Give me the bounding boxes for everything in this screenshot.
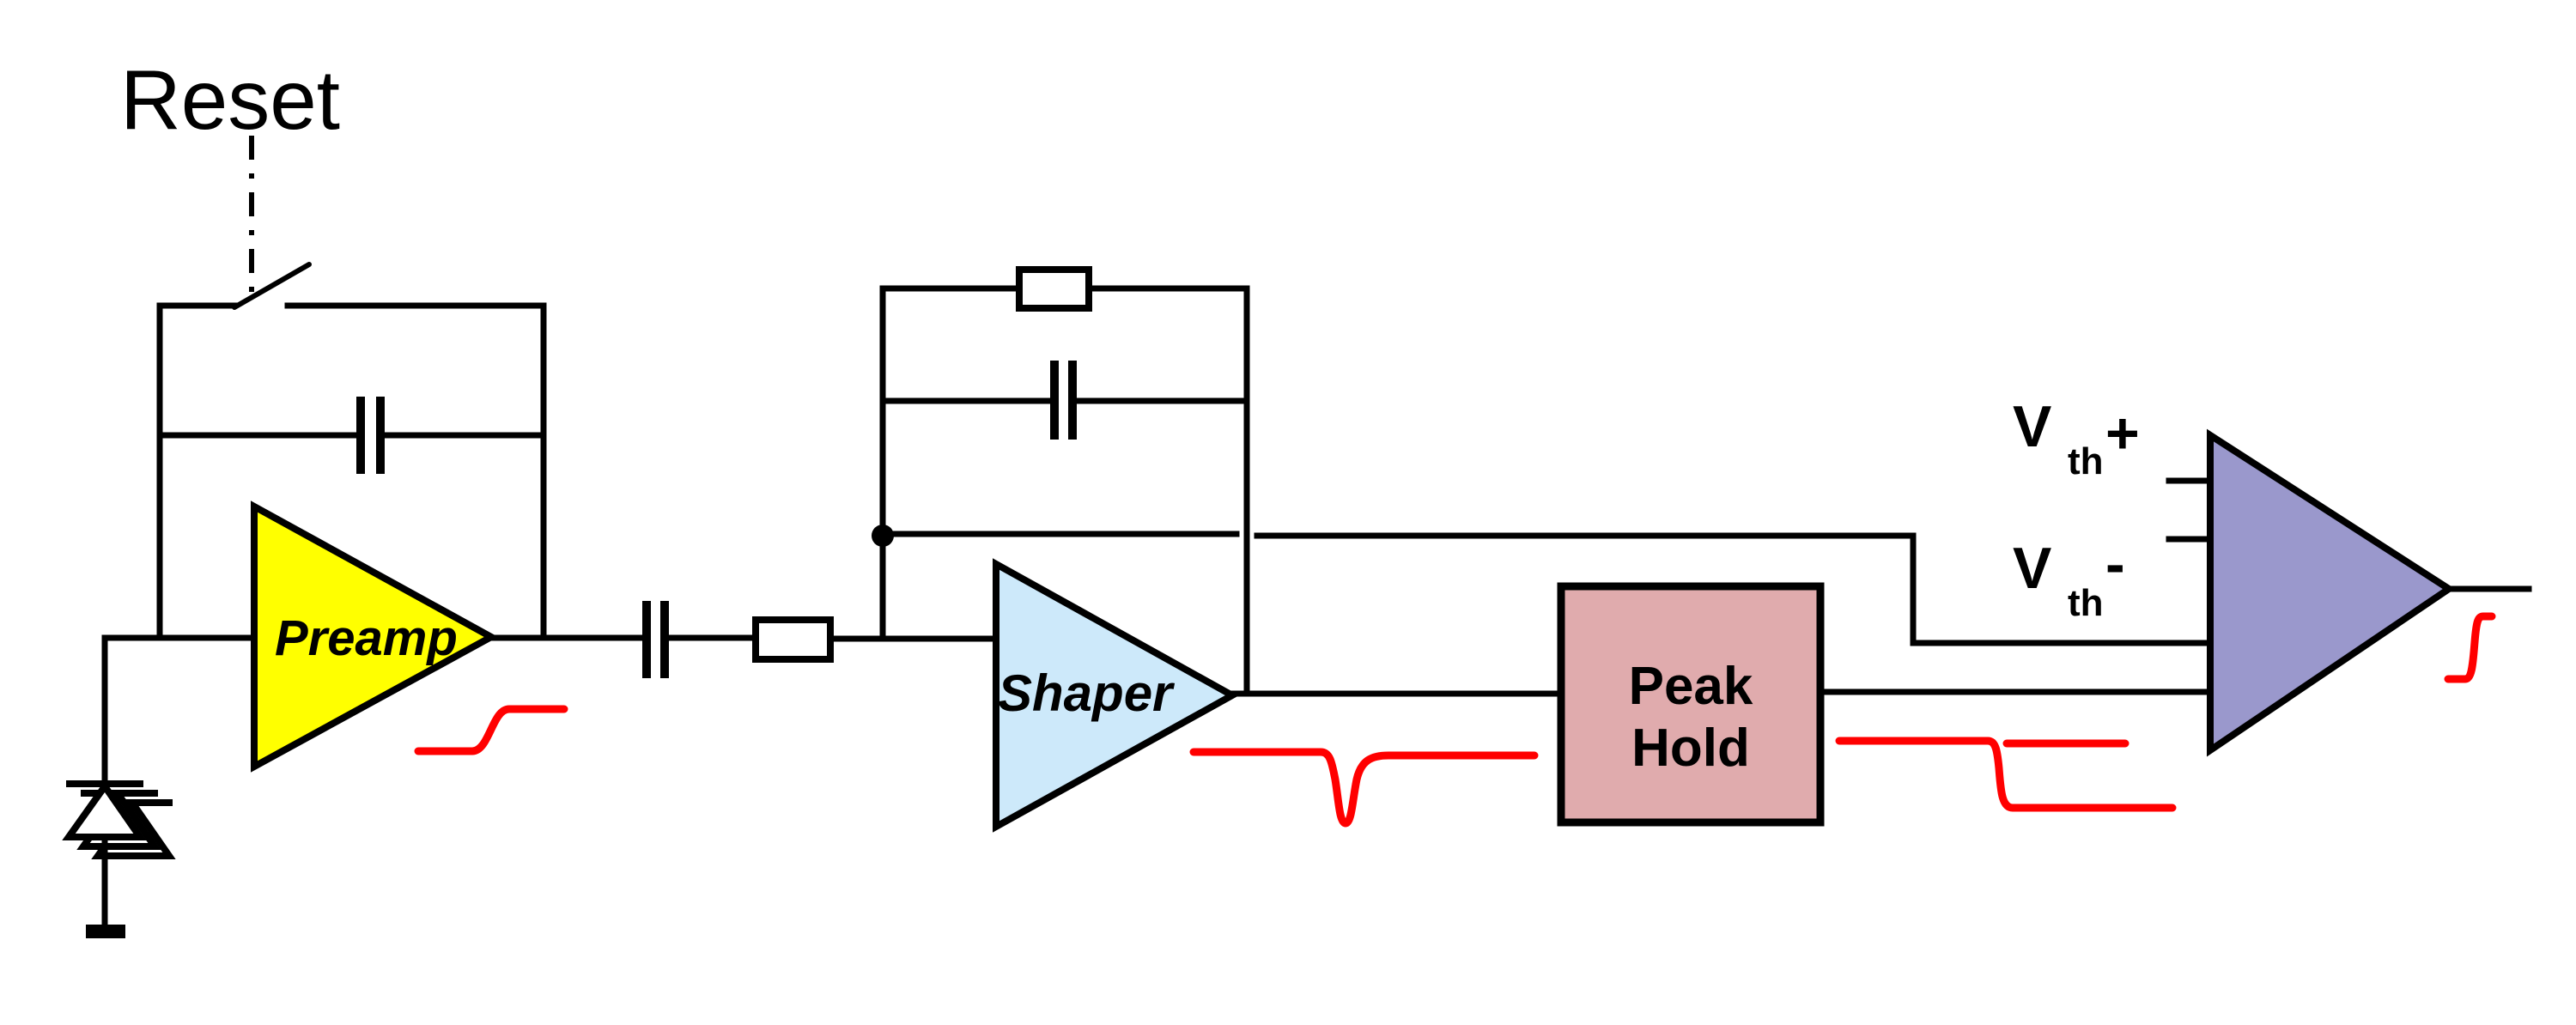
coupling-network bbox=[488, 601, 999, 678]
vth-plus-label: V th + bbox=[2013, 394, 2140, 482]
ground-icon bbox=[86, 925, 125, 938]
detector-branch bbox=[62, 634, 258, 938]
preamp-output-waveform bbox=[414, 705, 568, 755]
comparator-stage: V th + V th - bbox=[2013, 394, 2532, 757]
peak-hold-output-waveform bbox=[1835, 737, 2177, 812]
reset-control: Reset bbox=[120, 52, 340, 294]
signal-waveforms bbox=[414, 612, 2496, 828]
feedback-resistor-icon bbox=[1016, 266, 1092, 312]
photodiode-icon bbox=[62, 780, 176, 859]
peak-hold-box bbox=[1557, 582, 1825, 827]
coupling-capacitor-icon bbox=[642, 601, 669, 678]
shaper-triangle bbox=[993, 558, 1240, 833]
shaper-feedback-loop bbox=[872, 266, 1250, 697]
preamp-triangle bbox=[251, 500, 499, 773]
preamp-feedback-capacitor-icon bbox=[156, 397, 547, 474]
signal-wire-seg2 bbox=[1254, 532, 2214, 646]
peak-hold-stage: Peak Hold bbox=[1557, 582, 2214, 827]
signal-to-comparator bbox=[879, 531, 2214, 646]
comparator-output-waveform bbox=[2444, 612, 2496, 683]
preamp-feedback-loop bbox=[156, 262, 547, 641]
shaper-stage: Shaper bbox=[993, 558, 1564, 833]
series-resistor-icon bbox=[752, 616, 834, 663]
comparator-triangle bbox=[2207, 428, 2456, 757]
preamp-stage: Preamp bbox=[251, 500, 499, 773]
preamp-label: Preamp bbox=[275, 610, 458, 666]
shaper-feedback-capacitor-icon bbox=[879, 361, 1250, 440]
peak-hold-label-line1: Peak bbox=[1629, 657, 1753, 716]
reset-switch-icon bbox=[232, 262, 312, 310]
reset-label: Reset bbox=[120, 52, 340, 147]
vth-minus-label: V th - bbox=[2013, 531, 2125, 624]
shaper-output-waveform bbox=[1189, 748, 1539, 828]
shaper-label: Shaper bbox=[998, 664, 1176, 722]
peak-hold-label-line2: Hold bbox=[1631, 719, 1750, 778]
